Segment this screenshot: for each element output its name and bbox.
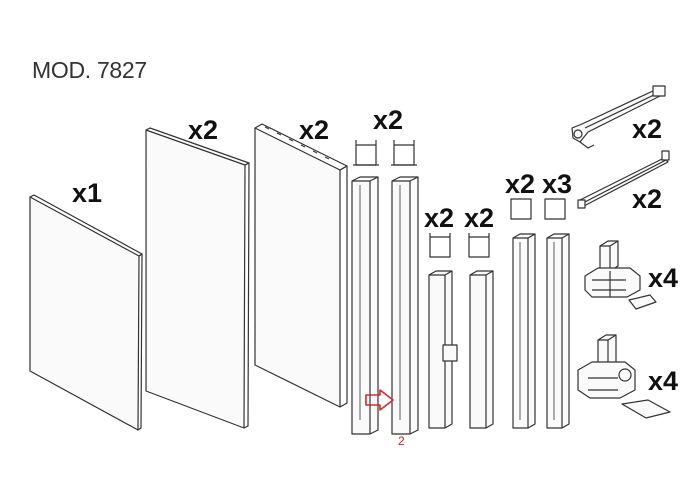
connector-b — [577, 334, 671, 419]
quantity-label: x2 — [464, 203, 495, 233]
panel-c — [254, 123, 348, 408]
quantity-label: x1 — [72, 178, 103, 208]
quantity-label: x4 — [648, 366, 679, 396]
quantity-label: x2 — [424, 203, 455, 233]
quantity-label: x2 — [505, 169, 536, 199]
square-post-2 — [544, 198, 570, 429]
model-title: MOD. 7827 — [32, 57, 147, 83]
short-post-1 — [428, 233, 458, 429]
quantity-label: x2 — [299, 115, 330, 145]
connector-a — [584, 240, 657, 310]
short-post-2 — [468, 233, 494, 429]
quantity-label: x2 — [188, 115, 219, 145]
quantity-label: x2 — [632, 184, 663, 214]
callout-arrow-icon — [365, 389, 394, 411]
callout-number: 2 — [398, 434, 405, 448]
quantity-label: x4 — [648, 263, 679, 293]
panel-b — [145, 127, 250, 429]
quantity-label: x2 — [632, 114, 663, 144]
post-pair — [351, 140, 419, 435]
panel-a — [29, 194, 143, 431]
quantity-label: x2 — [373, 105, 404, 135]
straight-bracket — [577, 150, 670, 209]
quantity-label: x3 — [542, 169, 573, 199]
square-post-1 — [510, 198, 536, 429]
hinged-bracket — [571, 85, 666, 149]
